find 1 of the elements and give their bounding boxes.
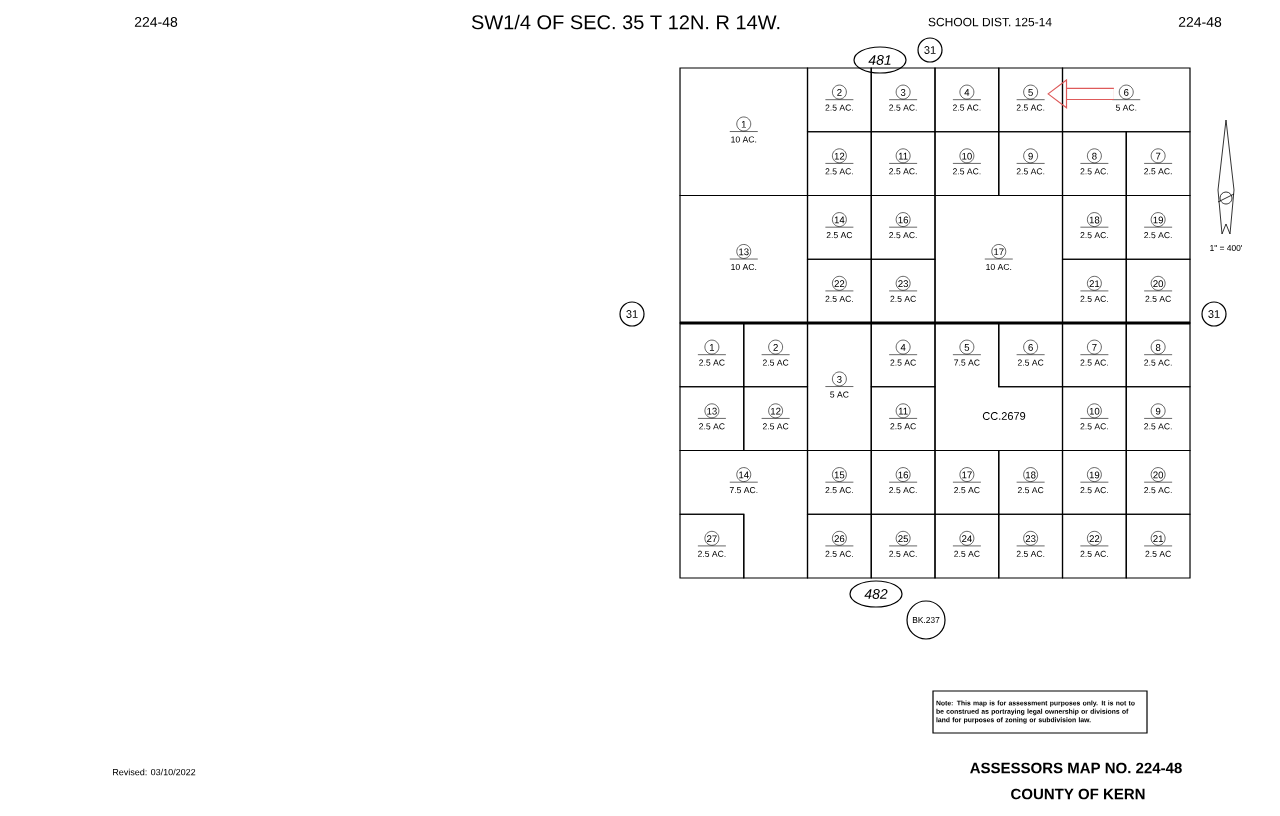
map-title: SW1/4 OF SEC. 35 T 12N. R 14W. xyxy=(471,14,780,30)
